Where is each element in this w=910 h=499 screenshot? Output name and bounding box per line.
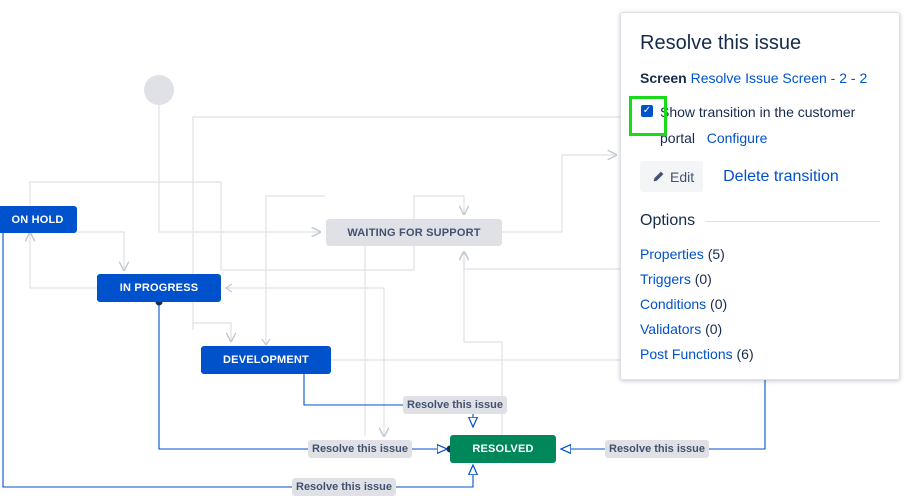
transition-line: [158, 105, 320, 232]
status-on-hold[interactable]: ON HOLD: [0, 206, 77, 233]
transition-line: [193, 322, 231, 341]
option-triggers-count: (0): [694, 271, 712, 287]
status-resolved[interactable]: RESOLVED: [450, 435, 556, 463]
show-in-portal-checkbox[interactable]: ✓: [641, 105, 653, 117]
option-properties: Properties (5): [640, 242, 880, 267]
option-properties-link[interactable]: Properties: [640, 246, 704, 262]
options-list: Properties (5) Triggers (0) Conditions (…: [640, 242, 880, 367]
transition-line: [77, 231, 124, 270]
transition-details-panel: Resolve this issue Screen Resolve Issue …: [620, 12, 900, 380]
transition-label[interactable]: Resolve this issue: [403, 396, 507, 414]
transition-line: [502, 155, 616, 233]
transition-line: [30, 233, 97, 289]
transition-line: [265, 195, 325, 345]
status-in-progress[interactable]: IN PROGRESS: [97, 274, 221, 302]
option-post-functions-count: (6): [736, 346, 754, 362]
screen-label: Screen: [640, 70, 687, 86]
transition-label[interactable]: Resolve this issue: [292, 478, 396, 496]
transition-line: [464, 252, 620, 270]
customer-portal-option: ✓ Show transition in the customer portal…: [629, 96, 880, 151]
options-title: Options: [640, 212, 696, 229]
pencil-icon: [653, 171, 664, 182]
option-post-functions-link[interactable]: Post Functions: [640, 346, 733, 362]
transition-label[interactable]: Resolve this issue: [308, 440, 412, 458]
option-validators-link[interactable]: Validators: [640, 321, 702, 337]
transition-line: [223, 287, 384, 436]
start-node: [144, 75, 174, 105]
option-validators: Validators (0): [640, 317, 880, 342]
transition-label[interactable]: Resolve this issue: [605, 440, 709, 458]
configure-link[interactable]: Configure: [706, 130, 768, 146]
delete-transition-link[interactable]: Delete transition: [723, 167, 839, 185]
option-conditions: Conditions (0): [640, 292, 880, 317]
option-triggers: Triggers (0): [640, 267, 880, 292]
edit-button-label: Edit: [670, 168, 695, 185]
screen-link[interactable]: Resolve Issue Screen - 2 - 2: [690, 70, 868, 86]
option-properties-count: (5): [707, 246, 725, 262]
status-waiting-for-support[interactable]: WAITING FOR SUPPORT: [326, 219, 502, 246]
status-development[interactable]: DEVELOPMENT: [201, 346, 331, 374]
option-conditions-link[interactable]: Conditions: [640, 296, 707, 312]
option-conditions-count: (0): [710, 296, 728, 312]
transition-line: [158, 302, 447, 449]
transition-line: [2, 233, 473, 488]
transition-line: [413, 195, 464, 220]
show-in-portal-text: Show transition in the customer portal: [660, 104, 856, 146]
option-validators-count: (0): [705, 321, 723, 337]
transition-line: [303, 374, 473, 427]
option-triggers-link[interactable]: Triggers: [640, 271, 691, 287]
transition-line: [463, 251, 503, 436]
panel-title: Resolve this issue: [640, 32, 802, 54]
transition-actions: Edit Delete transition: [640, 161, 880, 192]
transition-line: [29, 181, 222, 270]
transition-line: [192, 116, 620, 330]
transition-line: [561, 378, 766, 449]
transition-line: [221, 245, 415, 271]
edit-button[interactable]: Edit: [640, 161, 704, 192]
screen-row: Screen Resolve Issue Screen - 2 - 2: [640, 69, 880, 87]
options-header: Options: [640, 212, 880, 230]
options-divider: [705, 220, 880, 222]
option-post-functions: Post Functions (6): [640, 342, 880, 367]
